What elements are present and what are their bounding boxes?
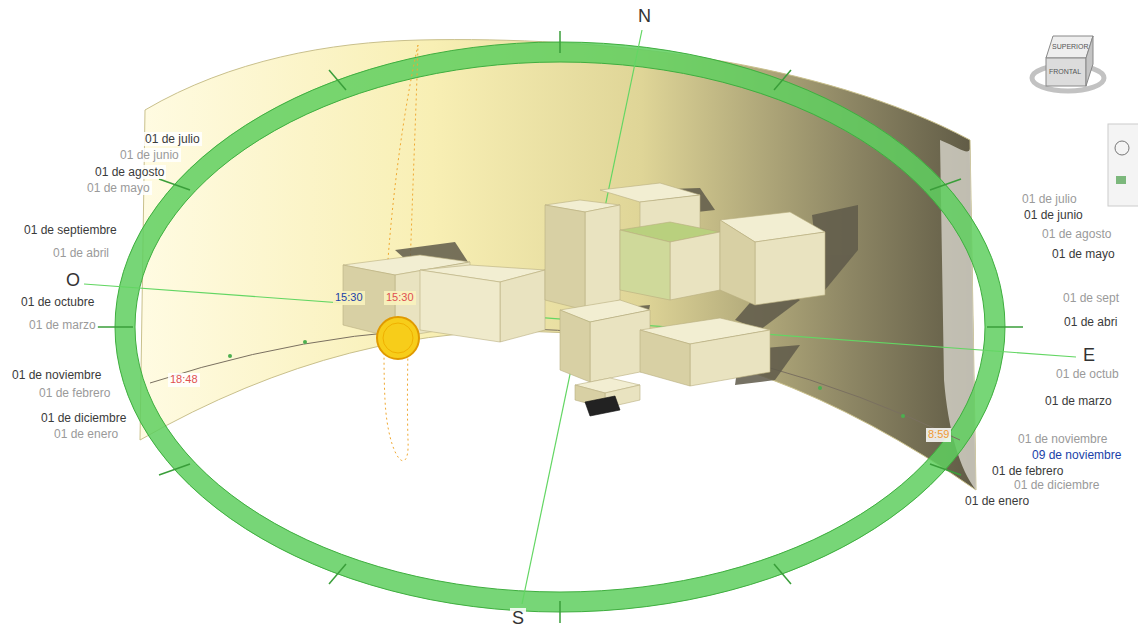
building-shadows — [395, 188, 858, 385]
month-label: 01 de febrero — [990, 464, 1065, 478]
month-label: 01 de septiembre — [22, 223, 119, 237]
time-label: 15:30 — [384, 291, 416, 304]
time-label: 8:59 — [926, 428, 951, 441]
view-cube-label: FRONTAL — [1049, 68, 1081, 76]
month-label: 01 de octubre — [19, 295, 96, 309]
sun-paths — [150, 45, 960, 461]
month-label: 01 de noviembre — [10, 368, 103, 382]
month-label: 01 de junio — [118, 148, 181, 162]
month-label: 01 de enero — [52, 427, 120, 441]
compass-letter: S — [510, 608, 526, 630]
month-label: 01 de agosto — [1040, 227, 1113, 241]
month-label: 01 de abri — [1062, 315, 1119, 329]
month-label: 01 de abril — [51, 246, 111, 260]
time-label: 15:30 — [333, 291, 365, 304]
sun — [377, 317, 419, 359]
buildings — [343, 183, 825, 416]
month-label: 01 de diciembre — [39, 411, 128, 425]
month-label: 01 de marzo — [1043, 394, 1114, 408]
time-label: 18:48 — [168, 373, 200, 386]
side-toolbar — [1108, 124, 1138, 206]
compass-ring — [97, 31, 1023, 623]
axis-lines — [84, 30, 1076, 604]
view-cube — [1032, 36, 1104, 91]
compass-letter: O — [64, 270, 82, 292]
month-label: 01 de octub — [1054, 367, 1121, 381]
month-label: 01 de mayo — [1050, 247, 1117, 261]
month-label: 01 de febrero — [37, 386, 112, 400]
month-label: 01 de julio — [143, 132, 202, 146]
month-label: 01 de julio — [1020, 192, 1079, 206]
month-label: 01 de diciembre — [1012, 478, 1101, 492]
month-label: 01 de agosto — [93, 165, 166, 179]
month-label: 01 de noviembre — [1016, 432, 1109, 446]
month-label: 01 de enero — [963, 494, 1031, 508]
sky-dome — [140, 40, 976, 490]
month-label: 01 de mayo — [85, 181, 152, 195]
compass-letter: N — [636, 6, 653, 28]
month-label: 01 de sept — [1061, 291, 1121, 305]
view-cube-label: SUPERIOR — [1052, 43, 1089, 51]
month-label: 01 de marzo — [27, 318, 98, 332]
date-label: 09 de noviembre — [1030, 448, 1123, 462]
compass-letter: E — [1081, 345, 1097, 367]
month-label: 01 de junio — [1022, 208, 1085, 222]
